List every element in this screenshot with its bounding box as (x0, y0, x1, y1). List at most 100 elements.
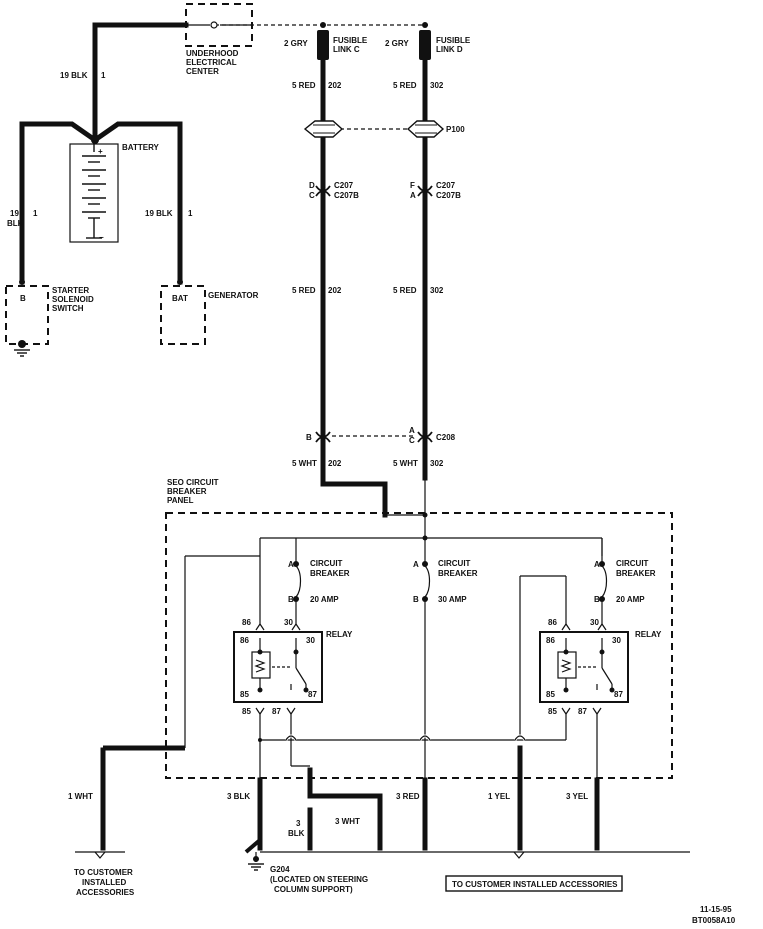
to-customer-left-2: INSTALLED (82, 878, 127, 887)
seo-label-3: PANEL (167, 496, 194, 505)
starter-label-1: STARTER (52, 286, 89, 295)
relay-r-86: 86 (546, 636, 555, 645)
gry-202: 2 GRY (284, 39, 308, 48)
cb-center-name-2: BREAKER (438, 569, 478, 578)
c207-pin-a: A (410, 191, 416, 200)
out-3blk-v-1: 3 (296, 819, 301, 828)
to-customer-left-3: ACCESSORIES (76, 888, 135, 897)
battery-label: BATTERY (122, 143, 160, 152)
c207b-label-l: C207B (334, 191, 359, 200)
c202-mid: 202 (328, 286, 342, 295)
accessories-box-right (445, 875, 623, 892)
cb-center-rating: 30 AMP (438, 595, 467, 604)
starter-circuit: 1 (33, 209, 38, 218)
out-3blk-v-2: BLK (288, 829, 305, 838)
out-1yel-label: 1 YEL (488, 792, 510, 801)
out-3wht-label: 3 WHT (335, 817, 360, 826)
cb-left-name-1: CIRCUIT (310, 559, 343, 568)
c207-label-l: C207 (334, 181, 354, 190)
c207b-label-r: C207B (436, 191, 461, 200)
c302-bot: 302 (430, 459, 444, 468)
out-3yel-label: 3 YEL (566, 792, 588, 801)
to-customer-left-1: TO CUSTOMER (74, 868, 133, 877)
p100-connector (303, 120, 445, 138)
starter-label-2: SOLENOID (52, 295, 94, 304)
c207-pin-c: C (309, 191, 315, 200)
c207-pin-d: D (309, 181, 315, 190)
relay-right (539, 631, 629, 703)
bat-top-circuit: 1 (101, 71, 106, 80)
cb-right-name-1: CIRCUIT (616, 559, 649, 568)
relay-r-85-out: 85 (548, 707, 557, 716)
cb-left-rating: 20 AMP (310, 595, 339, 604)
c207-label-r: C207 (436, 181, 456, 190)
seo-label-1: SEO CIRCUIT (167, 478, 219, 487)
relay-l-30-out: 30 (284, 618, 293, 627)
starter-gauge-2: BLK (7, 219, 24, 228)
c302-top: 302 (430, 81, 444, 90)
wht-202: 5 WHT (292, 459, 317, 468)
c207-pin-f: F (410, 181, 415, 190)
relay-l-86: 86 (240, 636, 249, 645)
gen-circuit: 1 (188, 209, 193, 218)
starter-label-3: SWITCH (52, 304, 84, 313)
footer-date: 11-15-95 (700, 905, 732, 914)
g204-note-2: COLUMN SUPPORT) (274, 885, 353, 894)
out-3wht (307, 767, 383, 851)
fusible-link-d (419, 30, 431, 60)
out-3red-label: 3 RED (396, 792, 420, 801)
fusible-link-c (317, 30, 329, 60)
ground-symbol (14, 349, 264, 871)
g204-note-1: (LOCATED ON STEERING (270, 875, 368, 884)
cb-right-pin-b: B (594, 595, 600, 604)
relay-l-85-out: 85 (242, 707, 251, 716)
fusible-c-1: FUSIBLE (333, 36, 368, 45)
fusible-c-2: LINK C (333, 45, 360, 54)
relay-l-86-out: 86 (242, 618, 251, 627)
g204-label: G204 (270, 865, 290, 874)
c208-pin-c: C (409, 436, 415, 445)
c208-connector (315, 431, 433, 443)
relay-r-86-out: 86 (548, 618, 557, 627)
p100-label: P100 (446, 125, 465, 134)
relay-l-30: 30 (306, 636, 315, 645)
bat-top-wire (92, 22, 189, 143)
cb-right-pin-a: A (594, 560, 600, 569)
underhood-label-1: UNDERHOOD (186, 49, 239, 58)
cb-left-pin-a: A (288, 560, 294, 569)
circuit-202-wht (320, 437, 388, 518)
red-202-top: 5 RED (292, 81, 316, 90)
c208-label: C208 (436, 433, 456, 442)
c208-pin-b: B (306, 433, 312, 442)
fusible-d-2: LINK D (436, 45, 463, 54)
generator-box (160, 285, 206, 345)
starter-box (5, 285, 49, 345)
relay-r-87: 87 (614, 690, 623, 699)
relay-r-85: 85 (546, 690, 555, 699)
underhood-label-2: ELECTRICAL (186, 58, 237, 67)
starter-pin: B (20, 294, 26, 303)
out-1wht-label: 1 WHT (68, 792, 93, 801)
battery-minus: − (99, 233, 104, 242)
relay-l-85: 85 (240, 690, 249, 699)
relay-r-label: RELAY (635, 630, 662, 639)
c202-top: 202 (328, 81, 342, 90)
cb-right-name-2: BREAKER (616, 569, 656, 578)
seo-label-2: BREAKER (167, 487, 207, 496)
cb-center-pin-b: B (413, 595, 419, 604)
cb-right-rating: 20 AMP (616, 595, 645, 604)
cb-left-name-2: BREAKER (310, 569, 350, 578)
bat-top-gauge: 19 BLK (60, 71, 88, 80)
fusible-d-1: FUSIBLE (436, 36, 471, 45)
gen-gauge: 19 BLK (145, 209, 173, 218)
battery-symbol (69, 140, 119, 243)
c202-bot: 202 (328, 459, 342, 468)
gry-302: 2 GRY (385, 39, 409, 48)
relay-l-87-out: 87 (272, 707, 281, 716)
red-302-top: 5 RED (393, 81, 417, 90)
starter-gauge-1: 19 (10, 209, 19, 218)
seo-panel-box (165, 512, 673, 779)
relay-r-30: 30 (612, 636, 621, 645)
